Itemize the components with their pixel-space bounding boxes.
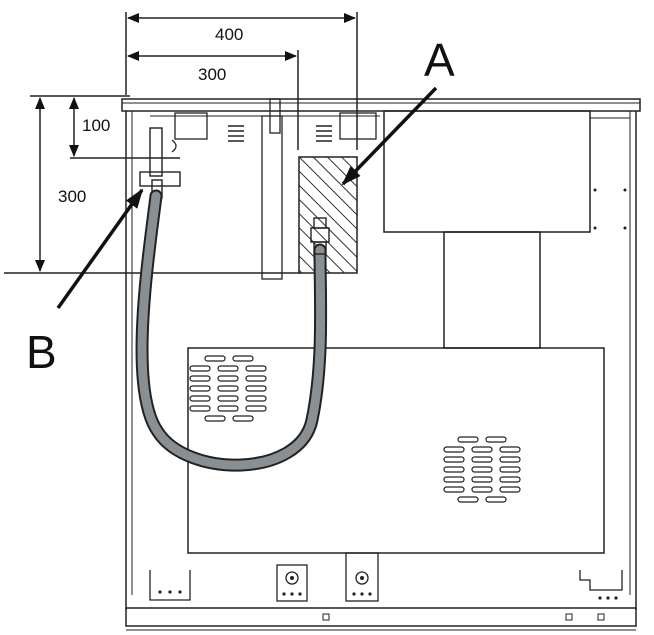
dimension-300-top: 300 [127,50,299,150]
dimension-300-side-label: 300 [58,187,86,206]
connection-zone-hatched [298,156,358,274]
dimension-100: 100 [60,95,180,159]
callout-label-a: A [424,34,455,86]
hose-connector [310,217,330,255]
dimension-300-top-label: 300 [198,65,226,84]
callout-arrow-a [341,86,438,186]
callout-arrow-b [56,188,144,310]
lower-oven-box [187,347,605,554]
dimension-400: 400 [125,12,358,150]
dimension-400-label: 400 [215,25,243,44]
vent-slots-left [189,355,267,422]
dimension-100-label: 100 [82,116,110,135]
bottom-brackets [149,552,623,602]
center-neck [443,231,541,349]
vent-slots-right [443,436,521,503]
appliance-outline [121,98,641,631]
flue-strip [261,115,283,280]
gas-hose [135,189,328,472]
callout-label-b: B [26,326,57,378]
top-bracket-group [150,98,380,142]
inlet-fitting [139,127,181,199]
upper-module [383,110,591,233]
